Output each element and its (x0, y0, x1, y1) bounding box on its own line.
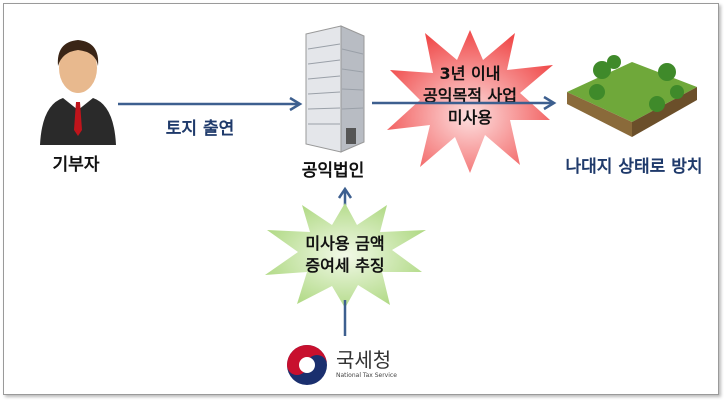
businessman-icon (40, 40, 116, 145)
burst-line: 미사용 금액 (305, 234, 385, 253)
nts-english-name: National Tax Service (336, 372, 397, 379)
unused-burst-text: 3년 이내 공익목적 사업 미사용 (423, 63, 517, 129)
burst-line: 미사용 (447, 108, 493, 127)
tax-burst-text: 미사용 금액 증여세 추징 (305, 233, 384, 277)
vacant-land-icon (567, 55, 697, 137)
unused-warning-burst (387, 30, 553, 173)
diagram-frame (3, 3, 719, 395)
burst-line: 3년 이내 (439, 64, 501, 83)
burst-line: 증여세 추징 (305, 256, 385, 275)
nts-name: 국세청 (336, 348, 392, 372)
tax-collection-burst (265, 203, 426, 308)
neglect-arrow (372, 95, 557, 111)
donor-label: 기부자 (52, 155, 100, 175)
nts-logo-icon (287, 345, 327, 385)
office-building-icon (305, 25, 365, 153)
donation-label: 토지 출연 (165, 119, 235, 139)
burst-line: 공익목적 사업 (423, 86, 517, 105)
donation-arrow (118, 96, 303, 112)
land-label: 나대지 상태로 방치 (565, 157, 703, 177)
nts-connector-line (343, 300, 347, 336)
foundation-label: 공익법인 (301, 161, 365, 181)
